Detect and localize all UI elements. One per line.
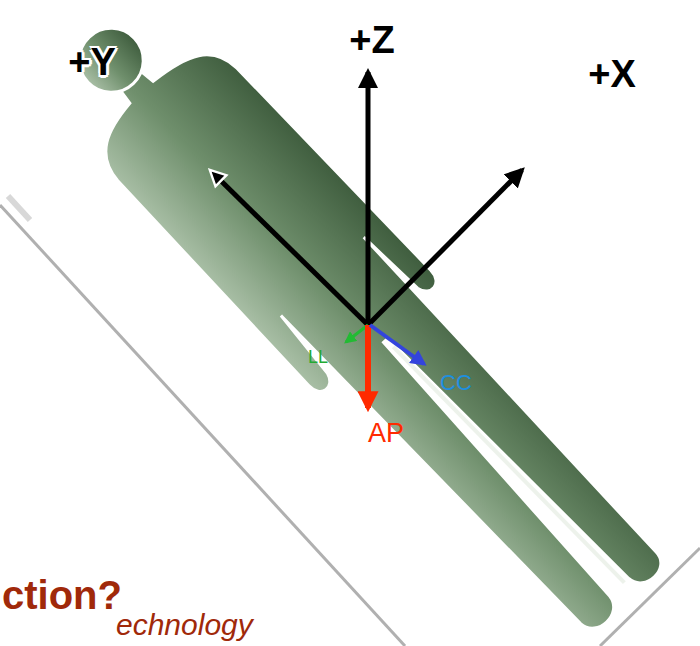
axis-arrow xyxy=(212,172,368,325)
direction-label: LL xyxy=(308,348,328,366)
direction-arrow xyxy=(346,325,368,342)
direction-label: AP xyxy=(368,420,404,447)
axis-label: +Z xyxy=(349,21,394,59)
axis-arrow xyxy=(368,170,522,325)
subtitle-fragment: echnology xyxy=(116,610,253,640)
direction-arrow xyxy=(370,325,424,364)
heading-fragment: ction? xyxy=(2,575,122,615)
direction-label: CC xyxy=(440,372,472,394)
human-figure xyxy=(31,0,689,646)
axis-label: +X xyxy=(588,55,636,93)
table-edge xyxy=(8,196,30,220)
axis-label: +Y xyxy=(68,43,116,81)
axis-arrow xyxy=(366,72,371,325)
direction-arrow xyxy=(365,325,371,408)
